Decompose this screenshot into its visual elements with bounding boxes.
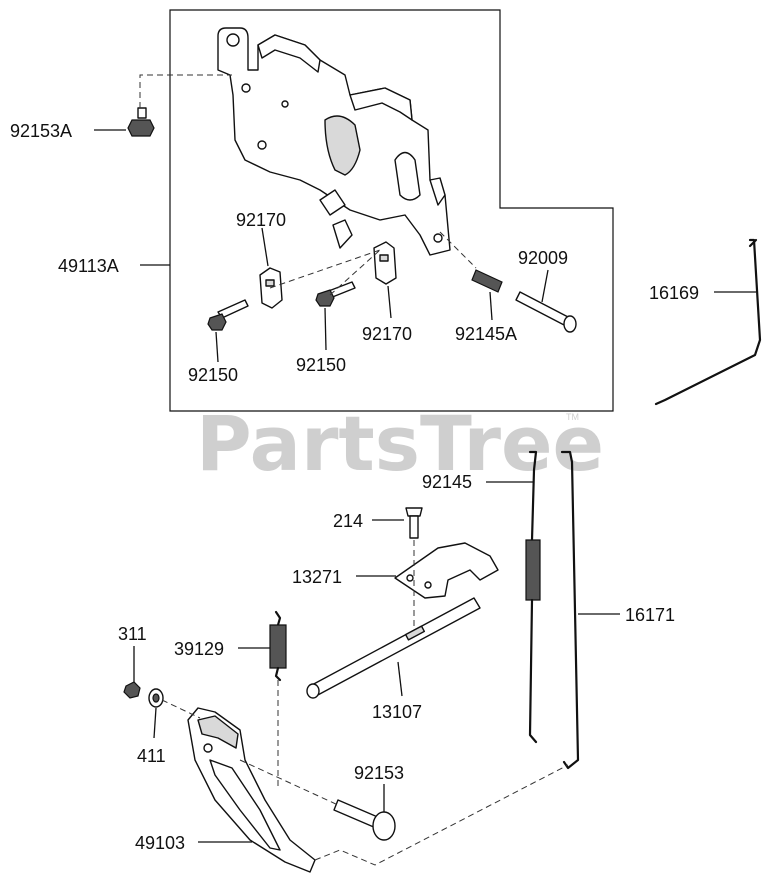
label-13271: 13271 bbox=[292, 567, 342, 587]
control-bracket-plate[interactable] bbox=[217, 27, 451, 256]
label-411: 411 bbox=[137, 746, 166, 766]
rod-16169[interactable] bbox=[654, 238, 762, 406]
rod-16171[interactable] bbox=[560, 450, 580, 770]
bolt-214[interactable] bbox=[405, 507, 423, 539]
label-92150-right: 92150 bbox=[296, 355, 346, 375]
alignment-line-lever bbox=[161, 680, 569, 866]
plate-13271[interactable] bbox=[394, 542, 499, 599]
label-214: 214 bbox=[333, 511, 363, 531]
assembly-box-49113A bbox=[169, 9, 614, 412]
control-lever-49103[interactable] bbox=[187, 707, 316, 873]
label-92153: 92153 bbox=[354, 763, 404, 783]
watermark-logo: PartsTree bbox=[196, 399, 604, 488]
bolt-92153A[interactable] bbox=[127, 107, 155, 137]
label-13107: 13107 bbox=[372, 702, 422, 722]
label-92145: 92145 bbox=[422, 472, 472, 492]
leader-lines bbox=[94, 129, 756, 843]
label-92145A: 92145A bbox=[455, 324, 517, 344]
spring-39129[interactable] bbox=[269, 610, 287, 682]
label-16171: 16171 bbox=[625, 605, 675, 625]
label-311: 311 bbox=[118, 624, 147, 644]
shaft-13107[interactable] bbox=[306, 597, 481, 699]
spring-92145A[interactable] bbox=[471, 269, 503, 293]
label-49113A: 49113A bbox=[58, 256, 119, 276]
alignment-line-bracket bbox=[269, 249, 381, 296]
label-92153A: 92153A bbox=[10, 121, 72, 141]
label-92150-left: 92150 bbox=[188, 365, 238, 385]
label-49103: 49103 bbox=[135, 833, 185, 853]
bolt-92009[interactable] bbox=[515, 291, 577, 333]
spring-92145[interactable] bbox=[525, 450, 541, 744]
alignment-line-spring bbox=[439, 231, 477, 269]
label-39129: 39129 bbox=[174, 639, 224, 659]
nut-311[interactable] bbox=[123, 681, 141, 699]
screw-92150-right[interactable] bbox=[315, 281, 356, 307]
label-16169: 16169 bbox=[649, 283, 699, 303]
washer-411[interactable] bbox=[148, 688, 164, 708]
clip-92170-right[interactable] bbox=[373, 241, 397, 285]
screw-92150-left[interactable] bbox=[207, 299, 249, 331]
label-92009: 92009 bbox=[518, 248, 568, 268]
bolt-92153[interactable] bbox=[333, 799, 396, 841]
label-92170-top: 92170 bbox=[236, 210, 286, 230]
watermark-trademark: TM bbox=[566, 412, 579, 422]
label-92170-bottom: 92170 bbox=[362, 324, 412, 344]
alignment-line-upper bbox=[139, 74, 232, 108]
